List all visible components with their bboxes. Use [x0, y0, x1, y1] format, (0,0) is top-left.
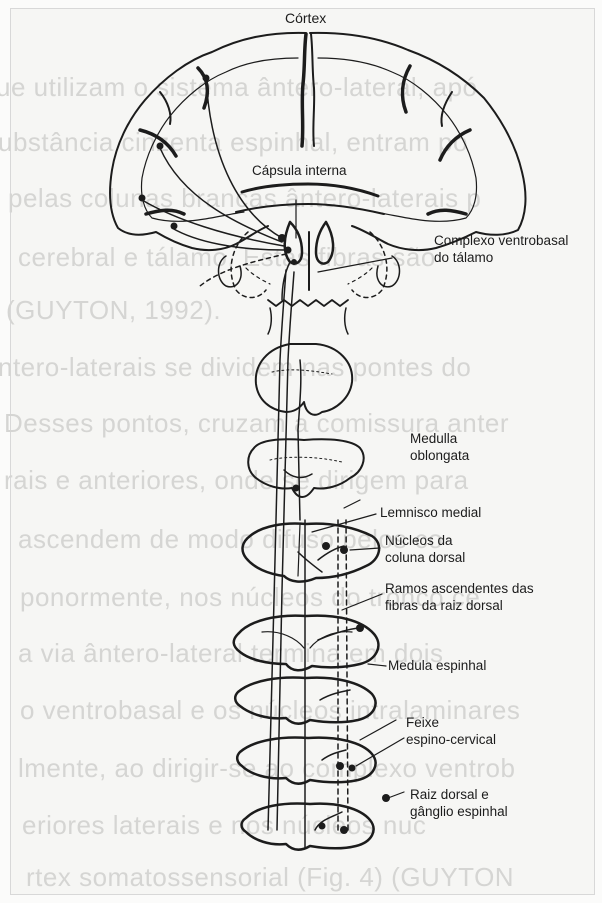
left-inner-contour — [141, 58, 298, 221]
label-dorsal-root-branches: Ramos ascendentes das fibras da raiz dor… — [385, 580, 534, 614]
left-hemisphere-outline — [110, 33, 306, 250]
basal-ganglia-left — [219, 256, 242, 287]
label-spinocervical-tract: Feixe espino-cervical — [406, 714, 496, 748]
midbrain-cut — [268, 300, 348, 306]
spinal-neuron — [319, 823, 326, 830]
thalamocortical-fiber — [206, 76, 282, 238]
spinal-neuron — [340, 826, 348, 834]
spinal-cord-section-3 — [237, 738, 375, 784]
label-cortex: Córtex — [285, 10, 326, 27]
left-sulcus — [198, 68, 207, 108]
label-line: Raiz dorsal e — [410, 786, 508, 803]
dorsal-column-nucleus — [340, 546, 348, 554]
spinal-neuron — [356, 624, 364, 632]
label-line: coluna dorsal — [385, 549, 465, 566]
thalamic-neuron — [291, 259, 297, 265]
label-medial-lemniscus: Lemnisco medial — [380, 504, 481, 521]
label-line: oblongata — [410, 447, 469, 464]
label-leader-lines — [296, 200, 404, 798]
dorsal-column-nucleus — [322, 542, 330, 550]
label-ventrobasal-complex: Complexo ventrobasal do tálamo — [434, 232, 568, 266]
right-sulcus — [441, 92, 452, 126]
thalamic-neuron — [278, 234, 286, 242]
label-dorsal-root-ganglion: Raiz dorsal e gânglio espinhal — [410, 786, 508, 820]
lateral-ventricle-right — [316, 222, 333, 264]
label-line: espino-cervical — [406, 731, 496, 748]
cortical-neuron — [203, 75, 210, 82]
label-line: fibras da raiz dorsal — [385, 597, 534, 614]
label-dorsal-column-nuclei: Núcleos da coluna dorsal — [385, 532, 465, 566]
right-hemisphere-outline — [310, 33, 525, 250]
left-sulcus — [160, 92, 171, 124]
label-medulla-oblongata: Medulla oblongata — [410, 430, 469, 464]
cortical-neuron — [139, 195, 146, 202]
spinal-neuron — [349, 765, 356, 772]
right-sulcus — [403, 66, 410, 112]
longitudinal-fissure — [302, 34, 306, 146]
lateral-ventricle-left — [285, 222, 302, 264]
label-internal-capsule: Cápsula interna — [252, 162, 347, 179]
dorsal-column-nuclei-section — [243, 524, 380, 582]
label-line: Medulla — [410, 430, 469, 447]
right-sulcus — [428, 210, 466, 214]
spinal-cord-section-4 — [242, 804, 374, 850]
label-line: gânglio espinhal — [410, 803, 508, 820]
label-line: do tálamo — [434, 249, 568, 266]
pons-section — [256, 344, 352, 415]
spinal-cord-section-1 — [234, 616, 379, 671]
corpus-callosum — [242, 184, 378, 196]
cortical-neuron — [171, 223, 178, 230]
medulla-neuron — [293, 485, 300, 492]
cortical-neuron — [157, 143, 164, 150]
cerebral-cortex — [110, 33, 525, 250]
ascending-tracts — [142, 76, 358, 848]
label-line: Feixe — [406, 714, 496, 731]
label-line: Núcleos da — [385, 532, 465, 549]
thalamic-neuron — [285, 247, 292, 254]
label-line: Ramos ascendentes das — [385, 580, 534, 597]
medulla-oblongata-section — [248, 439, 363, 497]
label-spinal-cord: Medula espinhal — [388, 657, 486, 674]
spinal-neuron — [336, 762, 344, 770]
label-line: Complexo ventrobasal — [434, 232, 568, 249]
